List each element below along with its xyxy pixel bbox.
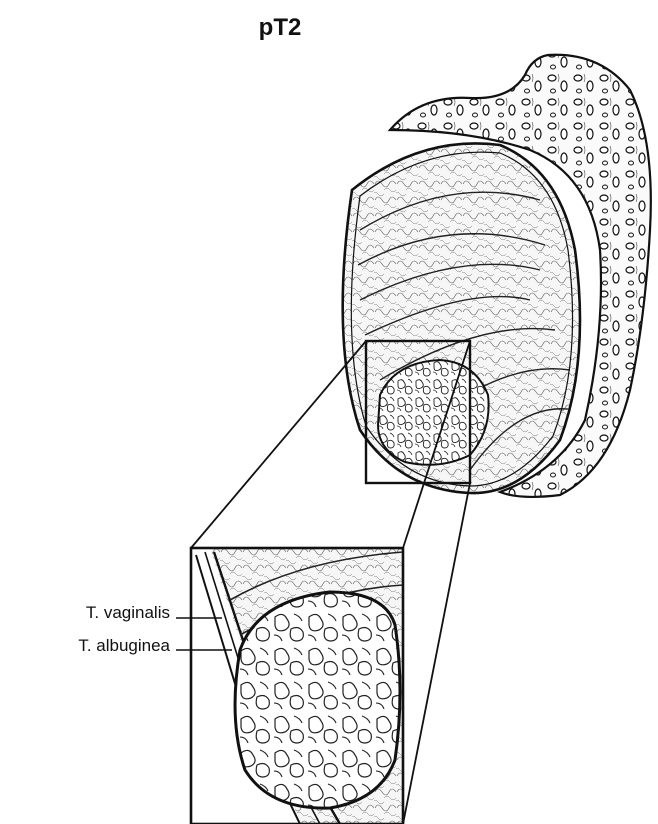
label-tunica-albuginea: T. albuginea [0, 636, 170, 656]
label-tunica-vaginalis: T. vaginalis [0, 603, 170, 623]
tumor-magnified [235, 592, 400, 808]
tumor-small [378, 360, 489, 465]
magnified-inset [191, 548, 403, 824]
